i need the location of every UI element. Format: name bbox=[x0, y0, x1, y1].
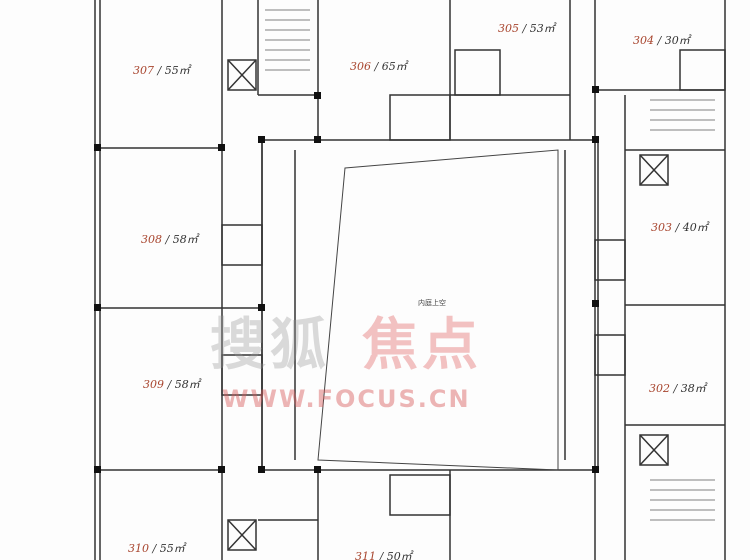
room-label-304: 304 / 30㎡ bbox=[633, 32, 690, 48]
room-label-308: 308 / 58㎡ bbox=[141, 231, 198, 247]
room-number: 303 bbox=[651, 221, 672, 234]
room-number: 307 bbox=[133, 64, 154, 77]
room-number: 305 bbox=[498, 22, 519, 35]
watermark-brand-gray: 搜狐 bbox=[210, 313, 330, 378]
room-number: 302 bbox=[649, 382, 670, 395]
room-area: / 65㎡ bbox=[374, 60, 407, 73]
room-area: / 38㎡ bbox=[673, 382, 706, 395]
atrium-label: 内庭上空 bbox=[418, 299, 446, 307]
room-area: / 50㎡ bbox=[379, 550, 412, 560]
room-area: / 53㎡ bbox=[522, 22, 555, 35]
room-number: 306 bbox=[350, 60, 371, 73]
room-number: 310 bbox=[128, 542, 149, 555]
room-label-303: 303 / 40㎡ bbox=[651, 219, 708, 235]
room-label-310: 310 / 55㎡ bbox=[128, 540, 185, 556]
room-label-302: 302 / 38㎡ bbox=[649, 380, 706, 396]
room-label-311: 311 / 50㎡ bbox=[355, 548, 412, 560]
room-number: 308 bbox=[141, 233, 162, 246]
room-area: / 58㎡ bbox=[167, 378, 200, 391]
room-number: 304 bbox=[633, 34, 654, 47]
room-area: / 58㎡ bbox=[165, 233, 198, 246]
room-area: / 55㎡ bbox=[152, 542, 185, 555]
room-number: 311 bbox=[355, 550, 376, 560]
watermark-brand-red: 焦点 bbox=[362, 313, 482, 378]
room-area: / 55㎡ bbox=[157, 64, 190, 77]
watermark-url: WWW.FOCUS.CN bbox=[222, 385, 471, 413]
room-label-306: 306 / 65㎡ bbox=[350, 58, 407, 74]
room-area: / 30㎡ bbox=[657, 34, 690, 47]
room-area: / 40㎡ bbox=[675, 221, 708, 234]
room-label-309: 309 / 58㎡ bbox=[143, 376, 200, 392]
room-label-307: 307 / 55㎡ bbox=[133, 62, 190, 78]
room-number: 309 bbox=[143, 378, 164, 391]
room-label-305: 305 / 53㎡ bbox=[498, 20, 555, 36]
